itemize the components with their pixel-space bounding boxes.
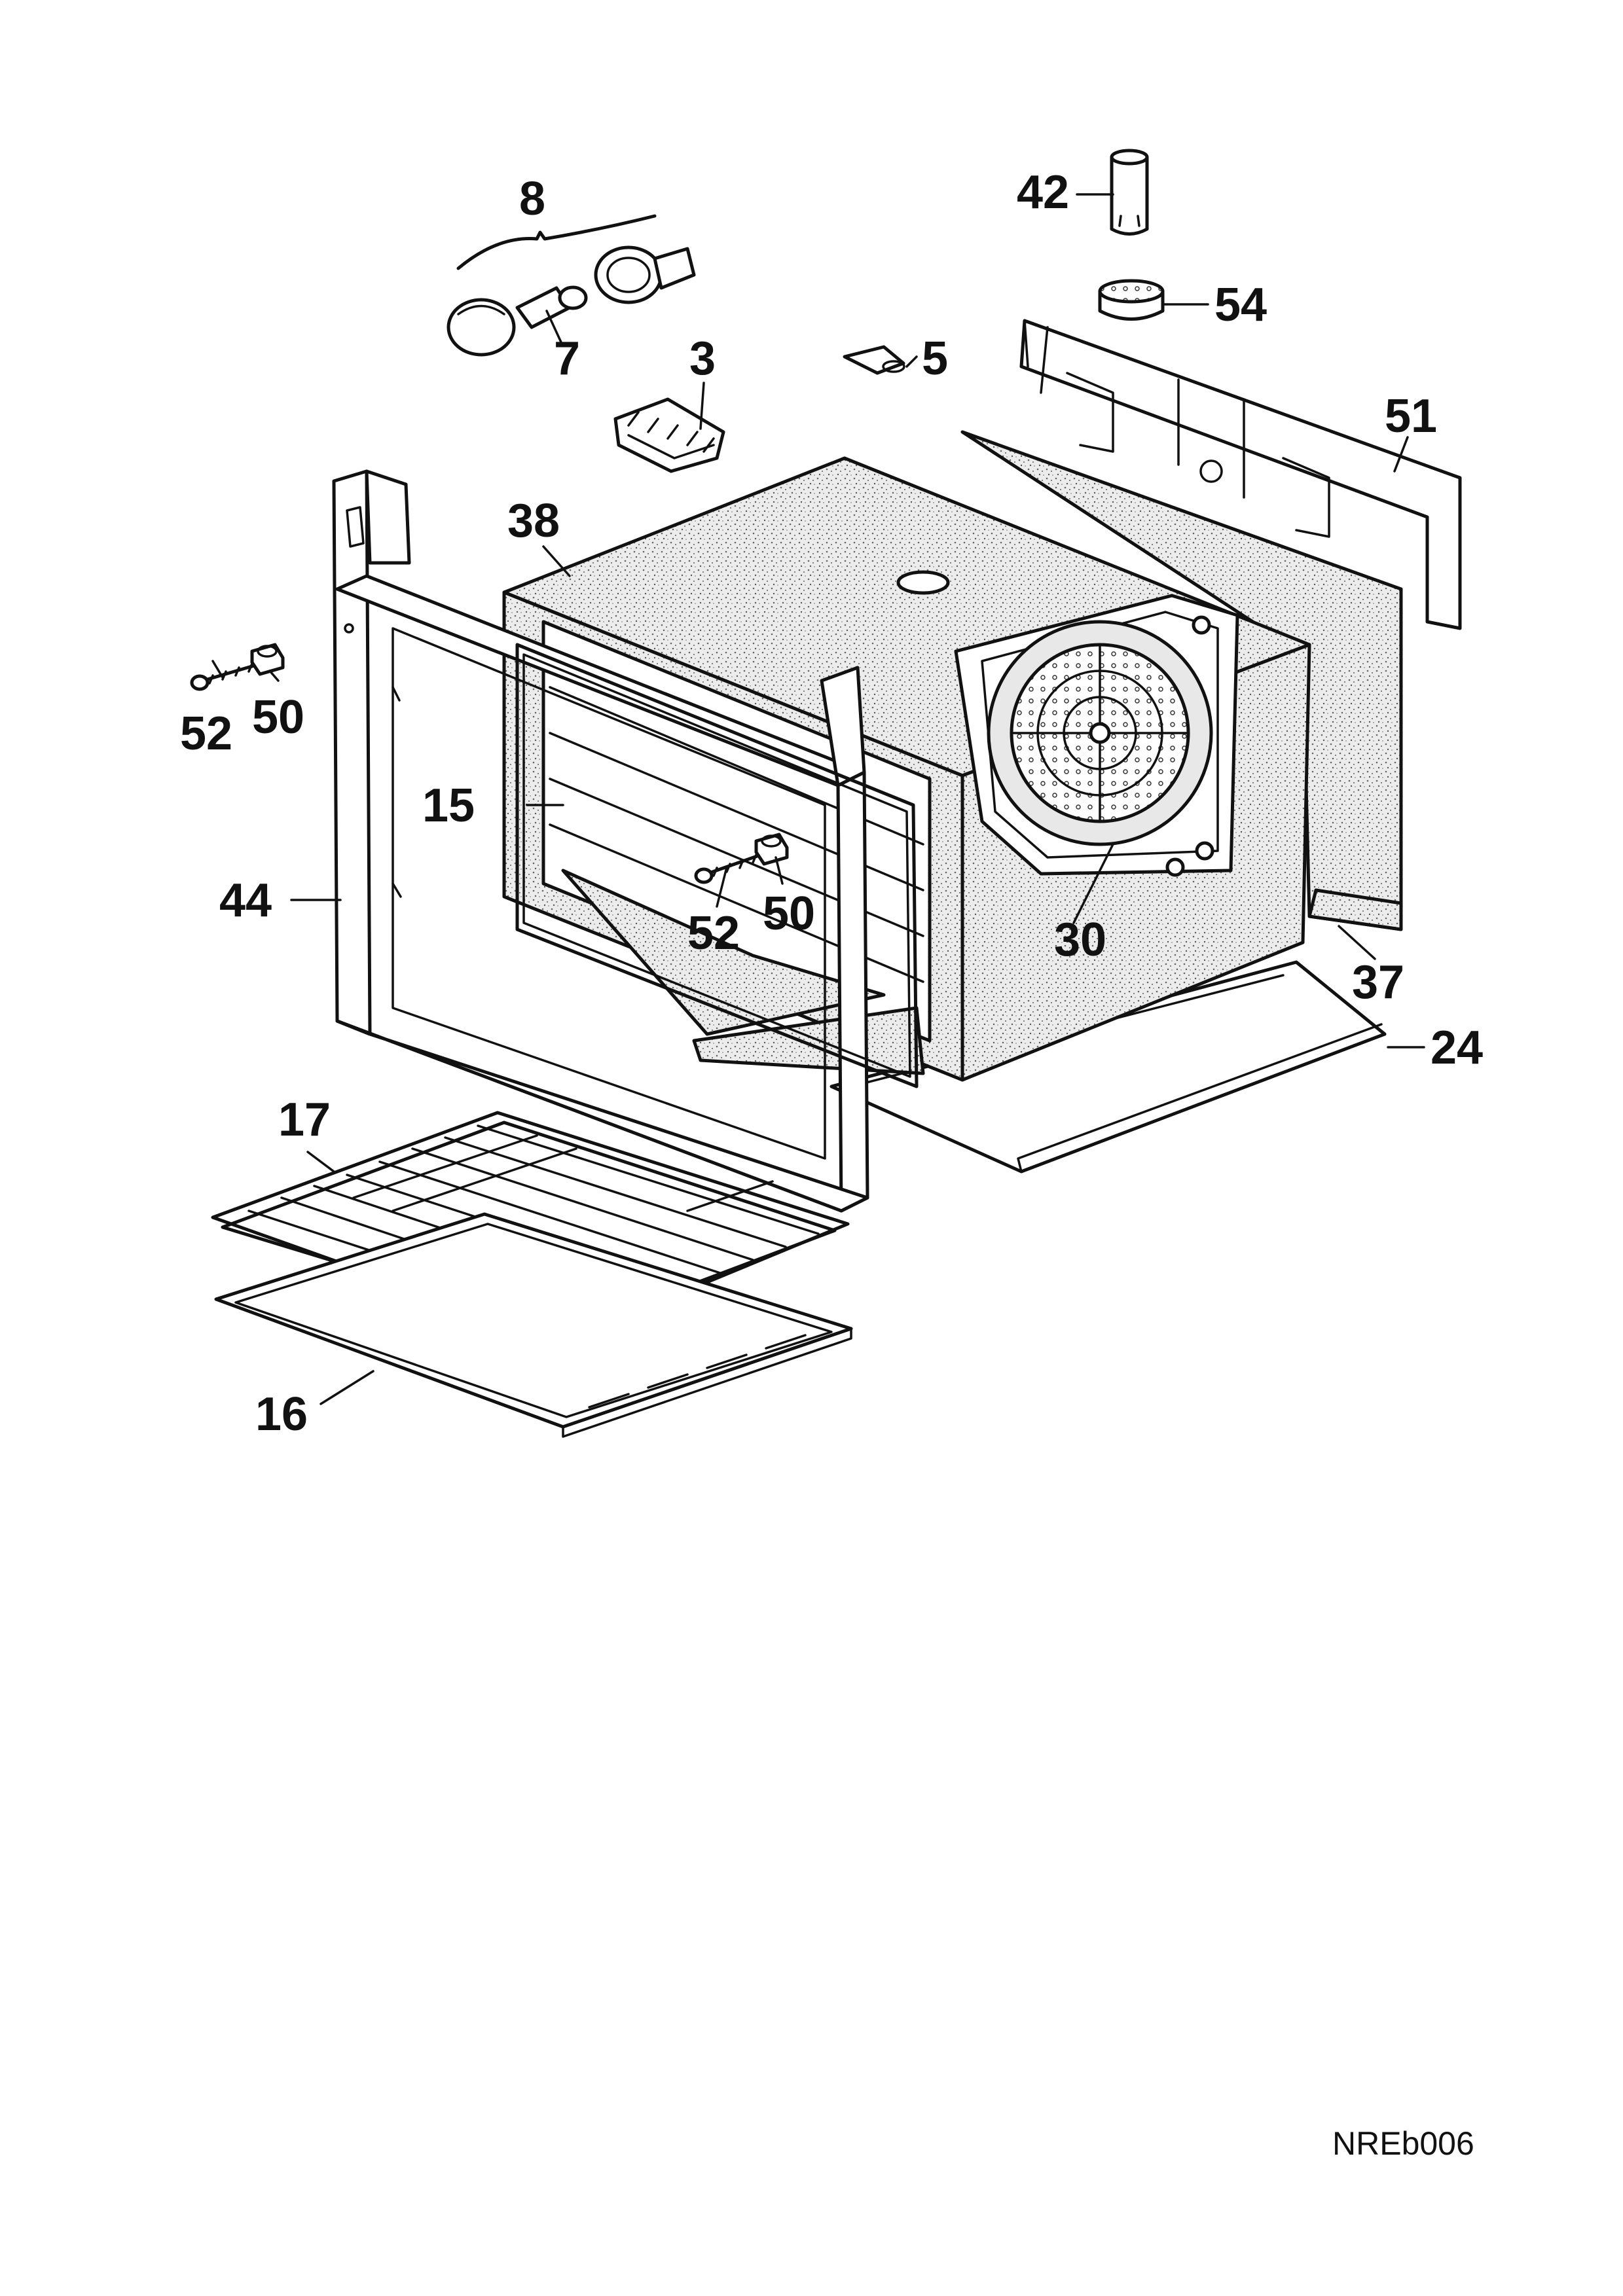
callout-50b: 50: [763, 888, 815, 940]
callout-42: 42: [1017, 166, 1069, 219]
leader-lines: [211, 193, 1425, 1405]
callout-24: 24: [1431, 1022, 1483, 1074]
callout-52a: 52: [180, 708, 232, 760]
part-30-fan-assembly: [954, 594, 1239, 877]
part-51-rear-panel: [1019, 319, 1462, 630]
part-8-lamp-assembly: [447, 214, 696, 357]
callout-50a: 50: [252, 691, 304, 744]
callout-52b: 52: [687, 907, 740, 960]
callout-30: 30: [1054, 914, 1106, 966]
part-52-screw-left: [190, 662, 261, 691]
part-37-rear-insulation: [960, 430, 1403, 931]
part-50-nut-left: [250, 643, 285, 676]
callout-15: 15: [422, 780, 475, 832]
drawing-code: NREb006: [1332, 2125, 1474, 2162]
callout-3: 3: [689, 332, 716, 385]
callout-51: 51: [1385, 390, 1437, 442]
callout-8: 8: [519, 173, 545, 225]
callout-54: 54: [1214, 279, 1267, 331]
callout-7: 7: [554, 332, 580, 385]
part-50-nut-right: [754, 833, 789, 866]
part-3-terminal-block: [613, 397, 725, 473]
part-5-clip: [843, 345, 905, 375]
callout-17: 17: [278, 1094, 331, 1146]
part-42-vent-tube: [1110, 149, 1149, 236]
callout-labels: 8 7 3 5 42 54 51 38 52 50 15 44 52 50 30…: [180, 166, 1483, 1441]
callout-38: 38: [507, 495, 560, 547]
part-15-door-seal: [515, 643, 919, 1088]
callout-37: 37: [1352, 956, 1404, 1009]
part-54-filter: [1098, 279, 1165, 321]
part-16-baking-tray: [214, 1212, 853, 1438]
part-52-screw-right: [694, 852, 765, 884]
callout-44: 44: [219, 874, 272, 927]
callout-16: 16: [255, 1388, 308, 1441]
callout-5: 5: [922, 332, 948, 385]
